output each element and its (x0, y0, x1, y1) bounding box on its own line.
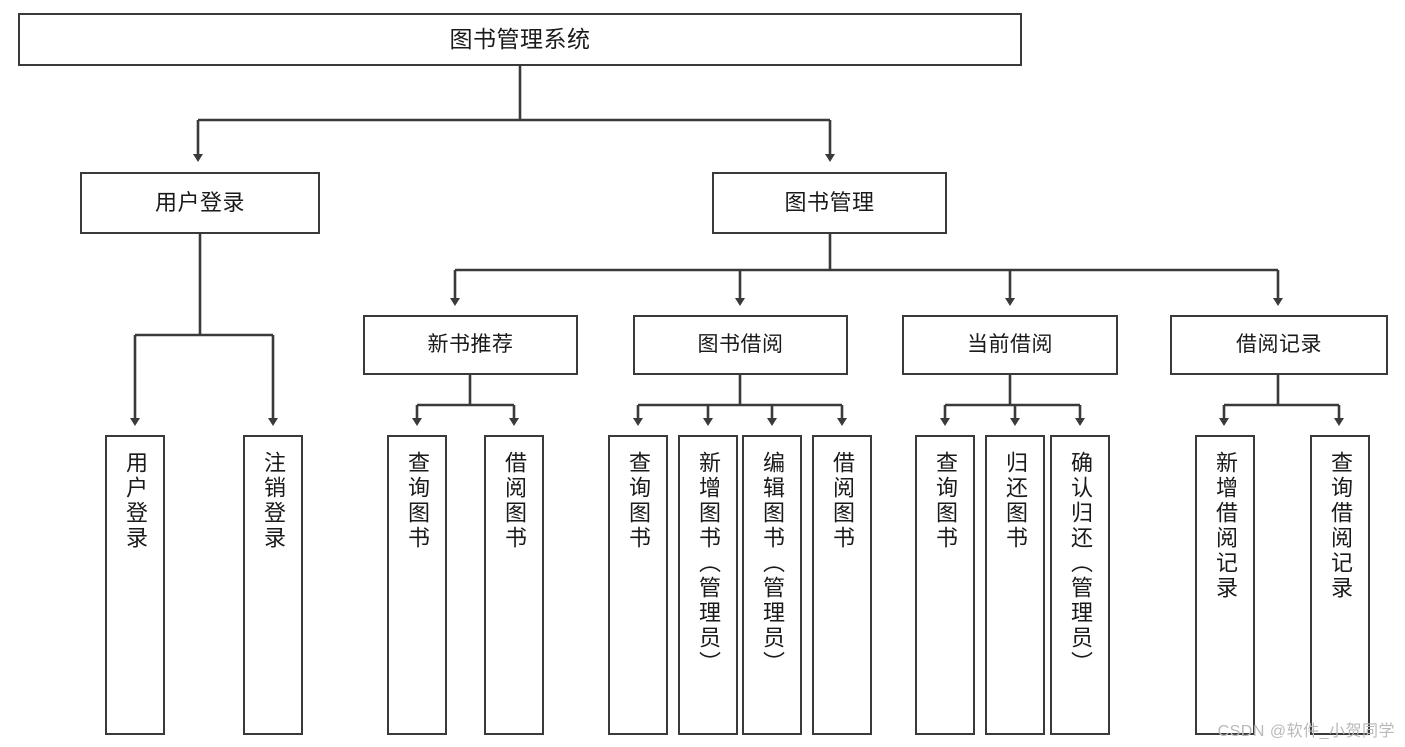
node-book-management[interactable]: 图书管理 (712, 172, 947, 234)
node-label: 当前借阅 (967, 332, 1053, 356)
node-label: 确认归还（管理员） (1068, 451, 1093, 676)
leaf-query-book-borrow[interactable]: 查询图书 (608, 435, 668, 735)
node-label: 用户登录 (123, 451, 148, 551)
node-label: 新增图书（管理员） (696, 451, 721, 676)
node-label: 借阅记录 (1236, 332, 1322, 356)
node-label: 新增借阅记录 (1213, 451, 1238, 601)
node-borrow-record[interactable]: 借阅记录 (1170, 315, 1388, 375)
leaf-query-book-current[interactable]: 查询图书 (915, 435, 975, 735)
node-label: 图书管理 (784, 190, 875, 216)
node-label: 查询图书 (405, 451, 430, 551)
node-root-system[interactable]: 图书管理系统 (18, 13, 1022, 66)
leaf-edit-book-admin[interactable]: 编辑图书（管理员） (742, 435, 802, 735)
node-user-login[interactable]: 用户登录 (80, 172, 320, 234)
node-label: 编辑图书（管理员） (760, 451, 785, 676)
leaf-return-book[interactable]: 归还图书 (985, 435, 1045, 735)
node-label: 借阅图书 (502, 451, 527, 551)
node-current-borrow[interactable]: 当前借阅 (902, 315, 1118, 375)
node-label: 注销登录 (261, 451, 286, 551)
leaf-borrow-book-new[interactable]: 借阅图书 (484, 435, 544, 735)
leaf-add-book-admin[interactable]: 新增图书（管理员） (678, 435, 738, 735)
node-label: 图书借阅 (697, 332, 784, 356)
leaf-add-borrow-record[interactable]: 新增借阅记录 (1195, 435, 1255, 735)
node-label: 用户登录 (154, 190, 245, 216)
node-label: 查询图书 (626, 451, 651, 551)
leaf-query-borrow-record[interactable]: 查询借阅记录 (1310, 435, 1370, 735)
leaf-user-login[interactable]: 用户登录 (105, 435, 165, 735)
node-new-book-recommend[interactable]: 新书推荐 (363, 315, 578, 375)
leaf-logout[interactable]: 注销登录 (243, 435, 303, 735)
node-book-borrow[interactable]: 图书借阅 (633, 315, 848, 375)
leaf-query-book-new[interactable]: 查询图书 (387, 435, 447, 735)
node-label: 查询图书 (933, 451, 958, 551)
leaf-borrow-book[interactable]: 借阅图书 (812, 435, 872, 735)
node-label: 图书管理系统 (449, 25, 591, 52)
leaf-confirm-return-admin[interactable]: 确认归还（管理员） (1050, 435, 1110, 735)
watermark: CSDN @软件_小贺同学 (1217, 723, 1395, 740)
node-label: 查询借阅记录 (1328, 451, 1353, 601)
node-label: 归还图书 (1003, 451, 1028, 551)
node-label: 新书推荐 (427, 332, 514, 356)
node-label: 借阅图书 (830, 451, 855, 551)
